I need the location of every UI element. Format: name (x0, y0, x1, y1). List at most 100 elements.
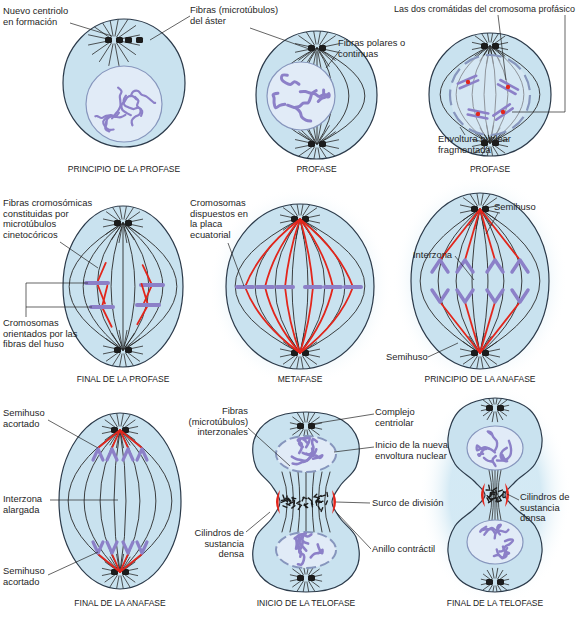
phase-name: PRINCIPIO DE LA ANAFASE (370, 374, 577, 384)
leader-line (334, 447, 374, 452)
leader-line (512, 15, 565, 112)
cell-body (63, 19, 185, 147)
aster-fiber (498, 411, 503, 419)
dense-material (486, 489, 490, 491)
dense-material (286, 496, 288, 500)
cell-membrane (411, 193, 549, 369)
chromosome (273, 93, 285, 108)
aster-fiber (481, 357, 484, 373)
cell: FINAL DE LA PROFASE (62, 205, 184, 368)
phase-name: PROFASE (215, 164, 418, 174)
aster-fiber (124, 330, 127, 346)
aster-fiber (297, 413, 303, 423)
chromosome (105, 116, 111, 131)
aster-fiber (463, 198, 475, 207)
dense-material (281, 501, 285, 502)
aster-fiber (301, 357, 304, 373)
kinetochore-fiber (102, 307, 112, 327)
aster-fiber (299, 50, 313, 60)
aster-fiber (305, 147, 314, 162)
contractile-ring (276, 490, 280, 514)
kinetochore-fiber (245, 287, 300, 353)
chromosome (137, 303, 159, 307)
spindle-fiber (120, 430, 156, 572)
centriole (497, 405, 504, 411)
dense-material (492, 494, 496, 495)
dense-material (321, 495, 325, 496)
leader-line (60, 242, 98, 268)
fragmented-envelope (450, 55, 530, 135)
spindle-fiber (83, 223, 123, 350)
centriole (486, 405, 493, 411)
aster-fiber (99, 43, 111, 61)
leader-line (26, 283, 88, 317)
spindle-fiber (275, 219, 300, 353)
aster-fiber (483, 584, 491, 590)
dense-material (294, 500, 296, 504)
aster-fiber (126, 226, 134, 239)
leader-line (228, 243, 244, 286)
chromosome (107, 449, 117, 460)
aster-fiber (127, 352, 139, 361)
cell-contents (420, 189, 540, 372)
cell-membrane (63, 206, 183, 367)
chromosome (123, 449, 133, 460)
dense-material (500, 494, 503, 497)
chromosome (295, 536, 301, 557)
callout-label: Fibras (microtúbulos) interzonales (186, 406, 248, 438)
chromosome (93, 449, 103, 460)
spindle-fiber (300, 219, 365, 353)
chromatid (496, 108, 513, 119)
cell: FINAL DE LA ANAFASE (58, 412, 182, 590)
aster-fiber (475, 48, 486, 56)
phase-name: METAFASE (185, 374, 415, 384)
aster-fiber (109, 44, 113, 66)
centriole (114, 347, 121, 353)
aster-fiber (106, 339, 118, 348)
dense-material (490, 493, 492, 497)
cell-contents (467, 394, 523, 595)
kinetochore-fiber (300, 219, 333, 287)
spindle-fiber (120, 430, 126, 572)
spindle-fiber (438, 209, 480, 353)
aster-fiber (126, 353, 134, 366)
centriole (125, 347, 132, 353)
centriole (105, 37, 112, 43)
spindle-fiber (456, 209, 480, 353)
aster-fiber (310, 417, 319, 424)
cell-body (226, 204, 374, 369)
aster-fiber (303, 356, 311, 369)
centriole (125, 37, 132, 43)
aster-fiber (126, 206, 134, 219)
callout-label: Surco de división (372, 498, 443, 509)
aster-fiber (127, 225, 139, 234)
spindle-fiber (480, 209, 504, 353)
aster-fiber (118, 42, 135, 54)
polar-fiber (317, 48, 365, 144)
aster-fiber (299, 132, 313, 142)
kinetochore (501, 110, 505, 114)
callout-label: Semihuso (494, 202, 536, 213)
kinetochore-fiber (465, 209, 480, 260)
aster-fiber (124, 420, 135, 428)
chromosome (137, 542, 147, 553)
kinetochore-fiber (98, 554, 120, 572)
cell-contents (86, 14, 162, 142)
kinetochore-fiber (112, 554, 120, 572)
dense-material (318, 496, 321, 498)
aster-fiber (283, 208, 295, 217)
contractile-ring (332, 490, 336, 514)
aster-fiber (92, 25, 109, 37)
aster-fiber (119, 330, 122, 346)
callout-label: Fibras polares o continuas (338, 38, 410, 59)
aster-fiber (117, 43, 129, 61)
phase-name: FINAL DE LA TELOFASE (405, 598, 577, 608)
kinetochore-fiber (245, 219, 300, 287)
dense-material (491, 498, 495, 500)
cell-body (429, 33, 551, 156)
chromatid (493, 104, 510, 115)
dense-material (283, 495, 284, 499)
dense-material (326, 492, 328, 496)
aster-fiber (109, 14, 113, 36)
chromosome (277, 285, 293, 289)
